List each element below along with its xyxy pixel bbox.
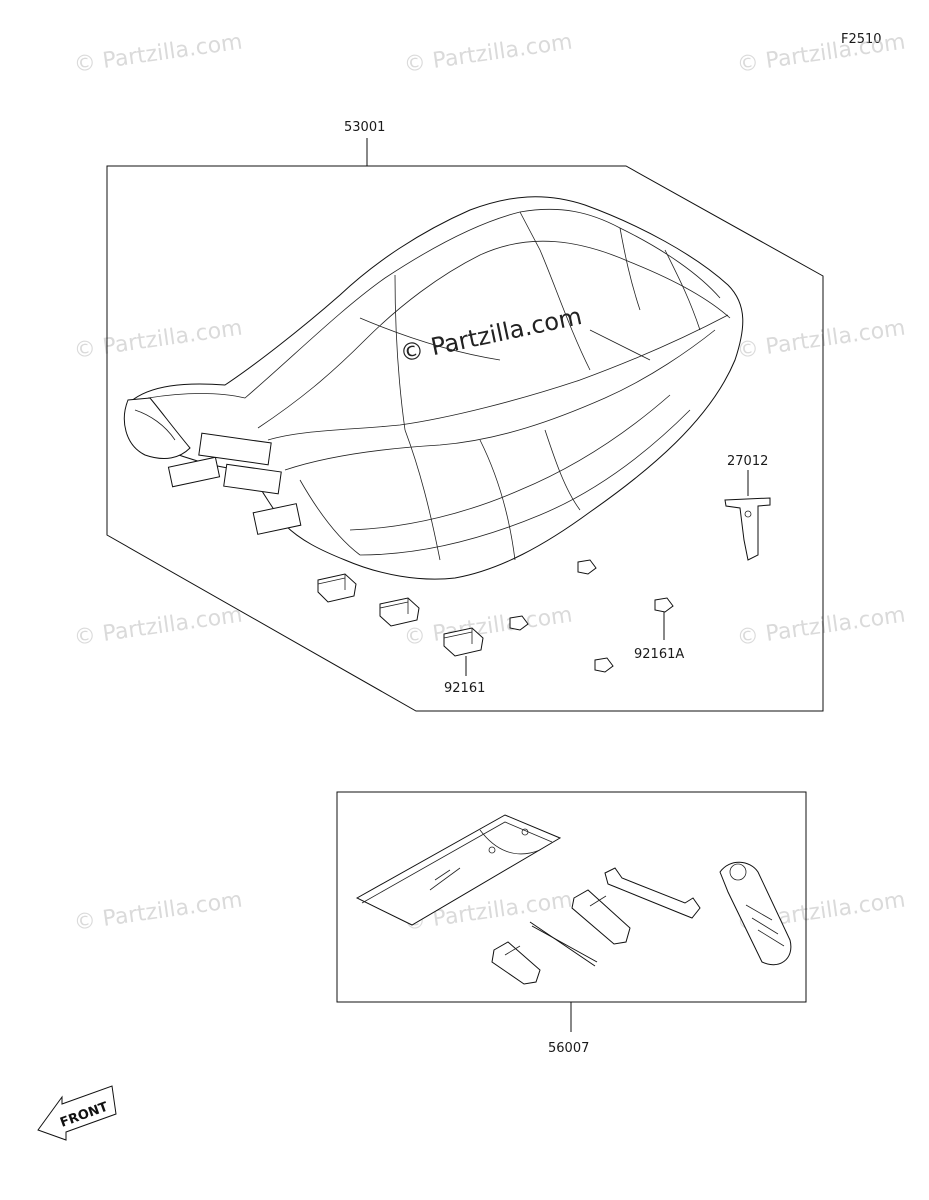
part-label-56007[interactable]: 56007 <box>548 1041 589 1056</box>
seat-seam <box>359 409 691 556</box>
watermark: © Partzilla.com <box>72 316 244 364</box>
seat-bracket <box>198 432 272 466</box>
seat-seam <box>404 429 441 561</box>
damper-detail <box>379 598 409 614</box>
front-direction-indicator: FRONT <box>37 1085 117 1141</box>
seat-seam <box>299 479 361 556</box>
seat-seam <box>349 394 671 531</box>
screwdriver-shaft[interactable] <box>529 921 598 967</box>
grip-end <box>729 863 747 881</box>
front-arrow <box>37 1085 117 1141</box>
seat-seam <box>619 227 641 311</box>
watermark: © Partzilla.com <box>72 603 244 651</box>
handle-detail <box>504 945 521 956</box>
socket-detail <box>589 895 607 907</box>
seat-seam <box>519 211 591 371</box>
grommet-part <box>654 597 674 613</box>
seat-seam <box>267 314 729 441</box>
watermark: © Partzilla.com <box>402 603 574 651</box>
seat-seam <box>394 274 406 431</box>
tool-bag[interactable] <box>355 814 562 926</box>
seat-outline <box>128 196 744 580</box>
seat-bracket <box>252 503 302 535</box>
grommet-92161A[interactable] <box>654 597 674 613</box>
seat-seam <box>544 429 581 511</box>
seat-seam <box>134 409 176 441</box>
handle-body <box>491 941 541 985</box>
socket-body <box>571 889 631 945</box>
socket-tool[interactable] <box>571 889 631 945</box>
damper-detail <box>317 574 346 590</box>
seat-seam <box>359 317 501 361</box>
damper-part <box>379 597 420 627</box>
screwdriver-handle[interactable] <box>491 941 541 985</box>
wrench-body <box>604 867 701 919</box>
grip-handle[interactable] <box>719 861 792 966</box>
watermark: © Partzilla.com <box>72 30 244 78</box>
damper-detail <box>443 628 473 644</box>
part-label-92161A[interactable]: 92161A <box>634 647 684 662</box>
watermark: © Partzilla.com <box>72 888 244 936</box>
grommet-92161A[interactable] <box>577 559 597 575</box>
shaft-line <box>529 921 596 967</box>
hook-body <box>724 497 771 561</box>
grommet-part <box>594 657 614 673</box>
part-label-92161[interactable]: 92161 <box>444 681 485 696</box>
part-label-27012[interactable]: 27012 <box>727 454 768 469</box>
seat-front-end <box>123 397 191 459</box>
tool-bag-body <box>355 814 562 926</box>
watermark: © Partzilla.com <box>735 316 907 364</box>
grommet-92161A[interactable] <box>509 615 529 631</box>
seat-bracket <box>167 456 221 488</box>
seat-seam <box>257 240 731 429</box>
damper-92161[interactable] <box>443 627 484 657</box>
damper-92161[interactable] <box>317 573 357 603</box>
seat-seam <box>479 439 516 561</box>
damper-part <box>317 573 357 603</box>
seat[interactable] <box>123 196 744 580</box>
seat-seam <box>664 249 701 331</box>
hook-27012[interactable] <box>724 497 771 561</box>
tool-bag-edge <box>361 821 553 904</box>
grommet-part <box>509 615 529 631</box>
watermark: © Partzilla.com <box>402 30 574 78</box>
seat-seam <box>147 208 721 399</box>
tool-bag-snap <box>488 846 496 854</box>
watermark: © Partzilla.com <box>735 30 907 78</box>
tool-bag-shine <box>429 867 461 891</box>
shaft-line <box>531 925 598 963</box>
seat-assembly-group: 53001 <box>106 120 824 712</box>
grip-ridges <box>745 904 785 947</box>
tool-bag-snap <box>521 828 529 836</box>
seat-group-outline <box>106 165 824 712</box>
hook-hole <box>744 510 752 518</box>
watermark: © Partzilla.com <box>735 603 907 651</box>
seat-seam <box>589 329 651 361</box>
seat-seam <box>284 329 716 471</box>
tool-bag-flap <box>479 829 541 855</box>
grommet-92161A[interactable] <box>594 657 614 673</box>
figure-code: F2510 <box>841 32 882 47</box>
wrench[interactable] <box>604 867 701 919</box>
part-label-53001[interactable]: 53001 <box>344 120 385 135</box>
seat-bracket <box>223 463 282 495</box>
tool-kit-group: 56007 <box>336 791 807 1056</box>
damper-92161[interactable] <box>379 597 420 627</box>
grommet-part <box>577 559 597 575</box>
